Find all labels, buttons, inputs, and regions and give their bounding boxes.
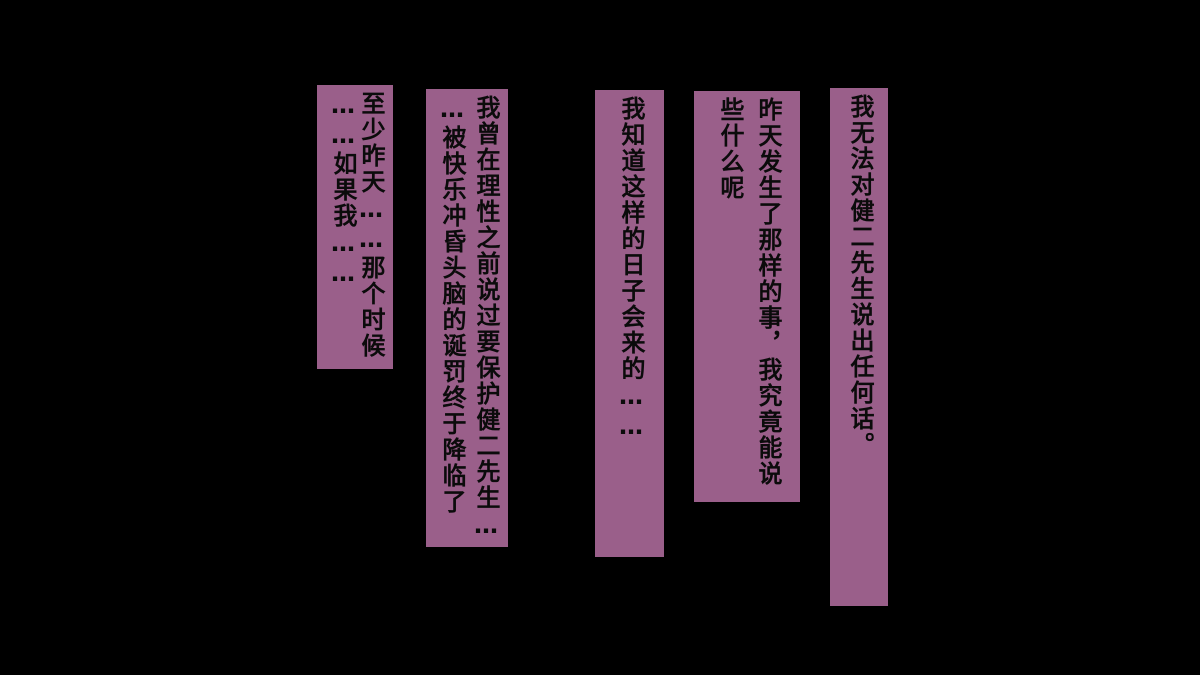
caption-box-3: 我知道这样的日子会来的…… xyxy=(595,90,664,557)
caption-line: 至少昨天……那个时候 xyxy=(357,91,385,359)
caption-line: 昨天发生了那样的事，我究竟能说 xyxy=(754,97,782,487)
caption-box-1: 我无法对健二先生说出任何话。 xyxy=(830,88,888,606)
caption-box-4: 我曾在理性之前说过要保护健二先生… …被快乐冲昏头脑的诞罚终于降临了 xyxy=(426,89,508,547)
caption-box-5: 至少昨天……那个时候 ……如果我…… xyxy=(317,85,393,369)
caption-line: 我曾在理性之前说过要保护健二先生… xyxy=(472,95,500,541)
caption-line: 我知道这样的日子会来的…… xyxy=(617,96,645,442)
caption-line: 我无法对健二先生说出任何话。 xyxy=(846,94,874,458)
caption-line: …被快乐冲昏头脑的诞罚终于降临了 xyxy=(438,95,466,515)
caption-box-2: 昨天发生了那样的事，我究竟能说 些什么呢 xyxy=(694,91,800,502)
caption-line: 些什么呢 xyxy=(716,97,744,201)
caption-line: ……如果我…… xyxy=(329,91,357,289)
